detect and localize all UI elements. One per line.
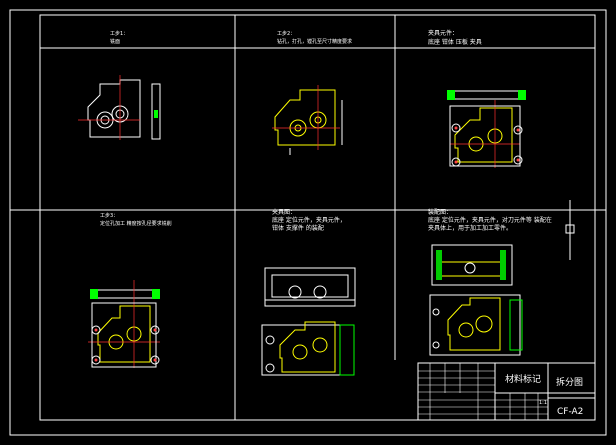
- panel-1-part-drawing: [78, 75, 161, 140]
- panel-4-line2: 定位孔加工 精度按孔径要求铣削: [100, 220, 172, 227]
- panel-1-line2: 铣面: [110, 38, 120, 45]
- panel-5-line1: 夹具图：: [272, 208, 296, 216]
- drawing-scale: 1:1: [539, 400, 547, 406]
- panel-6-line1: 装配图：: [428, 208, 452, 216]
- panel-6-text: 装配图： 底座 定位元件，夹具元件，对刀元件等 装配在 夹具体上，用于加工加工零…: [428, 208, 552, 232]
- panel-3-part-drawing: [447, 90, 526, 168]
- panel-3-line2: 底座 钳体 压板 夹具: [428, 38, 482, 46]
- material-label: 材料标记: [505, 373, 541, 385]
- panel-5-text: 夹具图： 底座 定位元件，夹具元件， 钳体 支撑件 的装配: [272, 208, 346, 232]
- panel-1-text: 工步1： 铣面: [110, 31, 128, 45]
- drawing-name: 拆分图: [556, 376, 583, 388]
- centering-mark-right: [565, 200, 606, 260]
- panel-2-line1: 工步2：: [277, 31, 295, 37]
- panel-2-line2: 钻孔，打孔，镗孔至尺寸精度要求: [277, 38, 352, 45]
- panel-6-assembly-drawing: [429, 244, 523, 356]
- panel-4-part-drawing: [88, 280, 160, 368]
- panel-4-line1: 工步3：: [100, 213, 118, 219]
- panel-6-line3: 夹具体上，用于加工加工零件。: [428, 224, 512, 232]
- drawing-code: CF-A2: [557, 407, 583, 417]
- panel-2-part-drawing: [272, 85, 343, 155]
- title-block: 材料标记 拆分图 CF-A2 1:1: [417, 362, 596, 421]
- panel-5-fixture-drawing: [261, 267, 356, 376]
- panel-5-line2: 底座 定位元件，夹具元件，: [272, 216, 346, 224]
- panel-2-text: 工步2： 钻孔，打孔，镗孔至尺寸精度要求: [277, 31, 352, 45]
- drawing-border: [39, 14, 596, 421]
- panel-4-text: 工步3： 定位孔加工 精度按孔径要求铣削: [100, 213, 172, 227]
- panel-6-line2: 底座 定位元件，夹具元件，对刀元件等 装配在: [428, 216, 552, 224]
- panel-5-line3: 钳体 支撑件 的装配: [272, 224, 324, 232]
- panel-1-line1: 工步1：: [110, 31, 128, 37]
- panel-3-line1: 夹具元件：: [428, 29, 458, 37]
- panel-3-text: 夹具元件： 底座 钳体 压板 夹具: [428, 29, 482, 46]
- sheet-border: [9, 9, 607, 436]
